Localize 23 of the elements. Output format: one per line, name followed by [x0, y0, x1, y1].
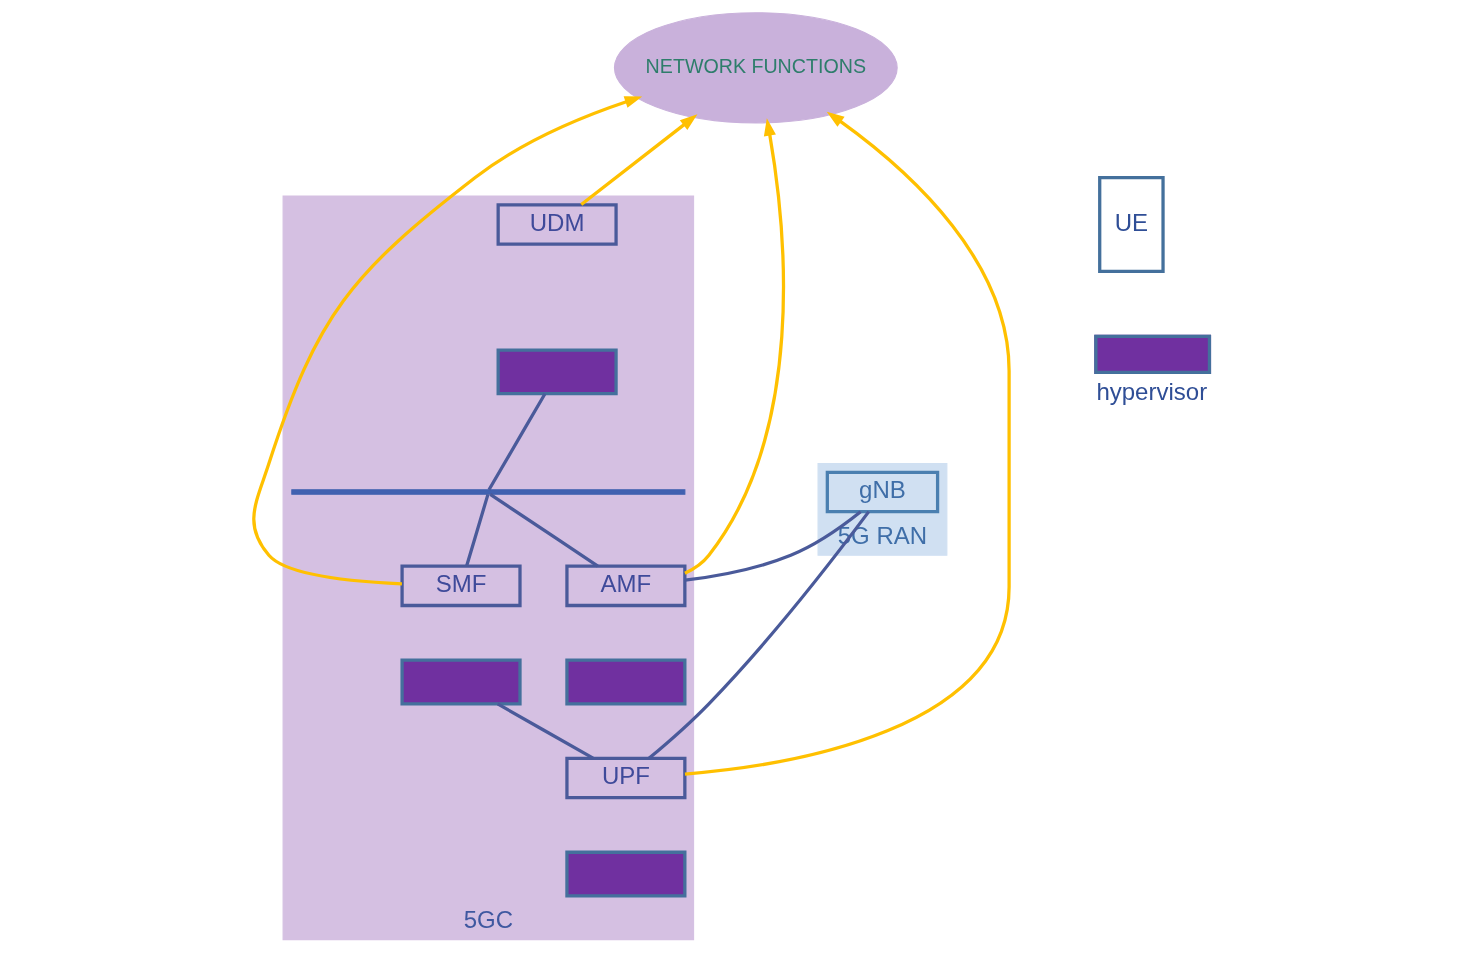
node-bar	[290, 489, 685, 495]
node-box	[564, 850, 686, 898]
node-box: AMF	[564, 564, 686, 608]
legend-label: hypervisor	[1095, 377, 1207, 405]
node-box: UPF	[564, 756, 686, 800]
connector	[487, 392, 546, 491]
arrow	[683, 118, 785, 575]
connector	[488, 493, 599, 568]
node-box: gNB	[825, 470, 939, 514]
arrow	[684, 111, 1011, 776]
connector	[684, 510, 862, 582]
node-box	[564, 658, 686, 706]
node-ellipse: NETWORK FUNCTIONS	[613, 12, 898, 124]
node-box	[496, 348, 618, 396]
node-box: UE	[1097, 175, 1165, 274]
connector	[464, 493, 490, 567]
arrow	[251, 96, 642, 586]
node-box: SMF	[399, 564, 522, 608]
node-box	[399, 658, 522, 706]
connector	[496, 702, 594, 760]
node-box: UDM	[496, 203, 618, 246]
arrow	[579, 114, 697, 206]
connector	[647, 510, 870, 760]
